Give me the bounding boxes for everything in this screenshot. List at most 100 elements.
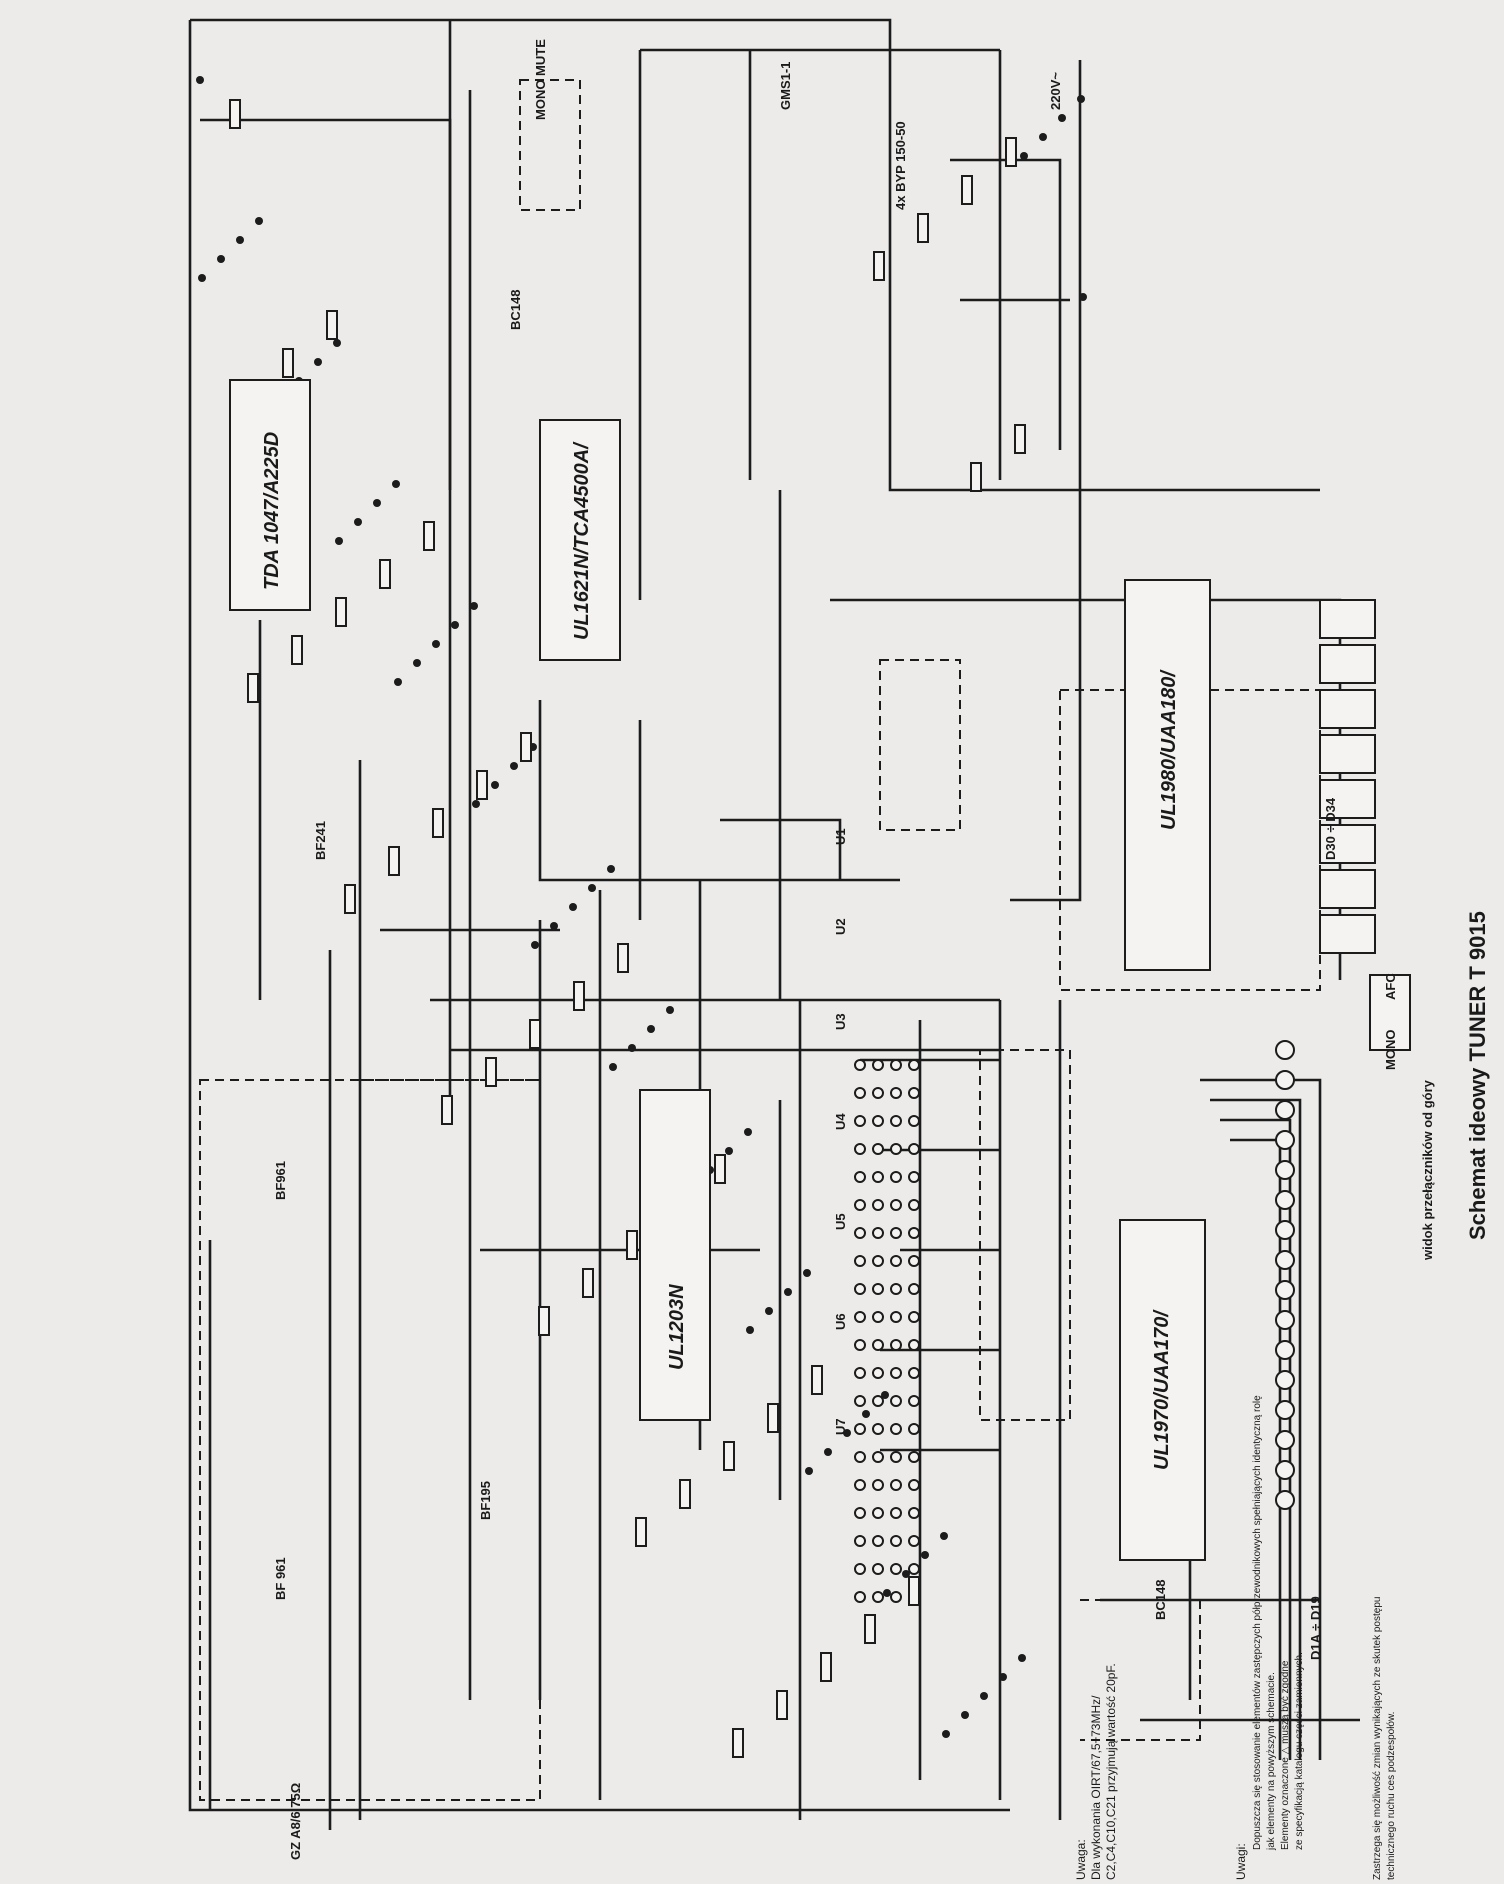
resistor-icon [617, 943, 629, 973]
switch-contact [854, 1507, 866, 1519]
led-icon [1275, 1340, 1295, 1360]
switch-contact [908, 1255, 920, 1267]
junction-node [628, 1044, 636, 1052]
led-icon [1275, 1370, 1295, 1390]
wire-12 [1010, 60, 1082, 902]
switch-contact [908, 1507, 920, 1519]
wire-31 [1200, 1078, 1322, 1760]
resistor-icon [529, 1019, 541, 1049]
enclosure-1 [519, 79, 581, 211]
t7-label: BC148 [508, 290, 523, 330]
switch-contact [890, 1451, 902, 1463]
resistor-icon [291, 635, 303, 665]
switch-contact [890, 1367, 902, 1379]
switch-contact [908, 1563, 920, 1575]
junction-node [335, 537, 343, 545]
junction-node [198, 274, 206, 282]
enclosure-3 [1059, 689, 1321, 991]
resistor-icon [520, 732, 532, 762]
junction-node [1018, 1654, 1026, 1662]
enclosure-0 [199, 1079, 541, 1801]
led-segment-block [1319, 914, 1376, 954]
junction-node [333, 339, 341, 347]
ic-ul1970-box [1119, 1219, 1206, 1561]
switch-contact [908, 1423, 920, 1435]
ic-label-ul1203: UL1203N [666, 1284, 688, 1370]
switch-contact [854, 1283, 866, 1295]
led-icon [1275, 1460, 1295, 1480]
wire-40 [538, 700, 900, 882]
junction-node [883, 1589, 891, 1597]
resistor-icon [723, 1441, 735, 1471]
junction-node [550, 922, 558, 930]
note2-line2: jak elementy na powyższym schemacie. [1266, 1672, 1277, 1851]
switch-contact [872, 1171, 884, 1183]
switch-contact [872, 1311, 884, 1323]
junction-node [354, 518, 362, 526]
ic-ul1980-box [1124, 579, 1211, 971]
switch-contact [908, 1311, 920, 1323]
junction-node [470, 602, 478, 610]
junction-node [666, 1006, 674, 1014]
t3-label: BF195 [478, 1481, 493, 1520]
switch-contact [872, 1395, 884, 1407]
led-segment-block [1319, 779, 1376, 819]
switch-contact [854, 1535, 866, 1547]
switch-contact [908, 1087, 920, 1099]
switch-contact [872, 1059, 884, 1071]
junction-node [413, 659, 421, 667]
ic-ul1203-box [639, 1089, 711, 1421]
ic-tda1047-box [229, 379, 311, 611]
switch-contact [908, 1227, 920, 1239]
resistor-icon [1005, 137, 1017, 167]
resistor-icon [388, 846, 400, 876]
junction-node [510, 762, 518, 770]
note3-line2: technicznego ruchu ces podzespołów. [1386, 1712, 1397, 1880]
led-segment-block [1319, 644, 1376, 684]
wiring [188, 18, 1360, 1830]
switch-u6: U6 [833, 1313, 848, 1330]
switch-contact [872, 1339, 884, 1351]
note2-line4: ze specyfikacją katalogu części zamienny… [1294, 1652, 1305, 1850]
resistor-icon [229, 99, 241, 129]
junction-node [803, 1269, 811, 1277]
resistor-icon [626, 1230, 638, 1260]
notes: Uwaga: Dla wykonania OIRT/67,5÷73MHz/ C2… [1074, 1395, 1397, 1880]
switch-contact [872, 1367, 884, 1379]
wire-33 [1220, 1118, 1292, 1760]
junction-node [491, 781, 499, 789]
switch-contact [890, 1535, 902, 1547]
resistor-icon [485, 1057, 497, 1087]
junction-node [217, 255, 225, 263]
switch-contact [872, 1479, 884, 1491]
resistor-icon [714, 1154, 726, 1184]
resistor-icon [432, 808, 444, 838]
ic-ul1621-box [539, 419, 621, 661]
resistor-icon [820, 1652, 832, 1682]
junction-node [942, 1730, 950, 1738]
resistor-icon [767, 1403, 779, 1433]
switch-contact [854, 1451, 866, 1463]
resistor-icon [679, 1479, 691, 1509]
led-icon [1275, 1280, 1295, 1300]
led-segment-block [1319, 599, 1376, 639]
wire-0 [188, 20, 1010, 1812]
led-icon [1275, 1400, 1295, 1420]
resistor-icon [344, 884, 356, 914]
switch-contact [890, 1395, 902, 1407]
led-segment-block [1319, 734, 1376, 774]
leds-label-b: D30 ÷ D34 [1323, 797, 1338, 860]
switch-contact [872, 1451, 884, 1463]
led-icon [1275, 1100, 1295, 1120]
switch-contact [854, 1255, 866, 1267]
junction-node [314, 358, 322, 366]
junction-node [609, 1063, 617, 1071]
junction-node [647, 1025, 655, 1033]
diagram-title: Schemat ideowy TUNER T 9015 [1465, 911, 1490, 1240]
switch-contact [854, 1423, 866, 1435]
junction-node [255, 217, 263, 225]
antenna-label: GZ A8/6 75Ω [288, 1783, 303, 1860]
junction-node [862, 1410, 870, 1418]
led-icon [1275, 1310, 1295, 1330]
